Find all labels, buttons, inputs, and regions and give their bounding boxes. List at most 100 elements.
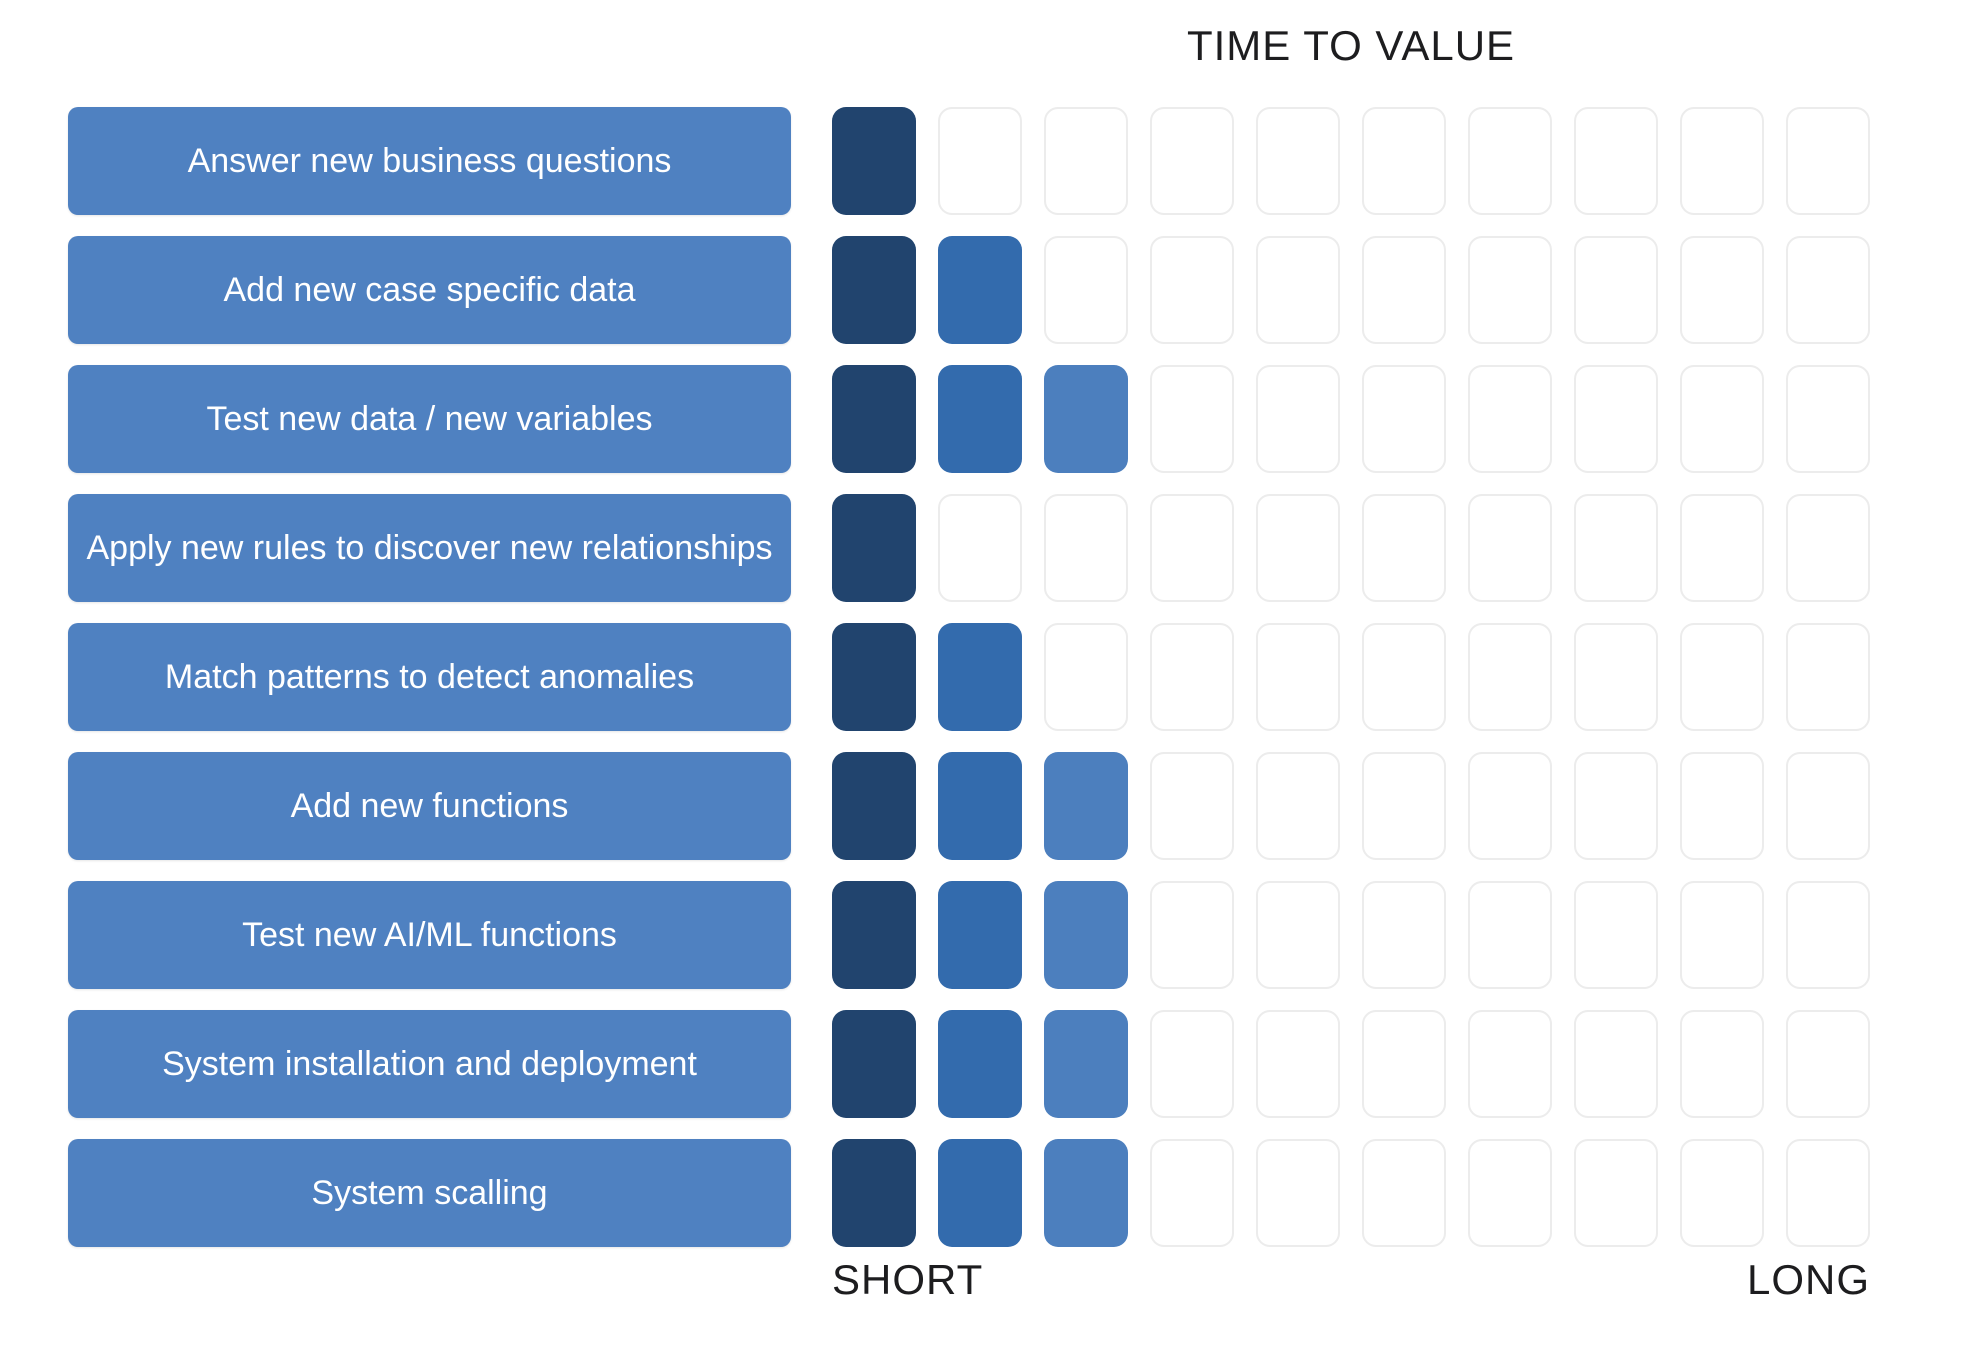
grid-cell-empty [938,494,1022,602]
grid-cell-empty [1468,881,1552,989]
grid-cell-empty [1362,1010,1446,1118]
grid-cell-empty [1256,881,1340,989]
grid-cell-empty [1256,494,1340,602]
grid-cell-empty [938,107,1022,215]
chart-title: TIME TO VALUE [1186,22,1516,69]
grid-cell-filled [938,623,1022,731]
time-axis: SHORT LONG [832,1256,1870,1304]
task-row: System scalling [68,1139,1870,1247]
grid-cell-empty [1362,107,1446,215]
grid-cell-empty [1786,1010,1870,1118]
grid-cell-empty [1044,107,1128,215]
task-label: Add new functions [290,786,569,825]
grid-cell-filled [832,1010,916,1118]
grid-cell-filled [938,236,1022,344]
task-row: Test new data / new variables [68,365,1870,473]
grid-cell-filled [832,623,916,731]
task-label-bar: Answer new business questions [68,107,791,215]
grid-cell-empty [1574,236,1658,344]
task-label: System installation and deployment [162,1044,697,1083]
grid-cell-empty [1362,623,1446,731]
grid-cell-empty [1256,236,1340,344]
grid-cell-empty [1786,881,1870,989]
grid-cell-filled [1044,1139,1128,1247]
grid-cell-empty [1362,1139,1446,1247]
task-label: Match patterns to detect anomalies [164,657,695,696]
task-label-bar: Apply new rules to discover new relation… [68,494,791,602]
grid-cell-empty [1680,365,1764,473]
grid-cell-empty [1256,752,1340,860]
task-row: Add new case specific data [68,236,1870,344]
grid-cell-empty [1468,236,1552,344]
grid-cell-empty [1362,494,1446,602]
axis-label-short: SHORT [832,1256,984,1303]
task-row: Match patterns to detect anomalies [68,623,1870,731]
grid-cell-empty [1362,881,1446,989]
grid-cell-filled [938,1139,1022,1247]
grid-cell-empty [1680,494,1764,602]
grid-cell-filled [832,1139,916,1247]
grid-cell-empty [1362,236,1446,344]
grid-cell-filled [832,881,916,989]
grid-cell-empty [1680,107,1764,215]
grid-cell-empty [1150,1010,1234,1118]
grid-cell-empty [1362,365,1446,473]
task-label: Apply new rules to discover new relation… [86,528,773,567]
grid-cell-empty [1574,1139,1658,1247]
grid-cell-empty [1786,236,1870,344]
grid-cell-empty [1044,623,1128,731]
grid-cell-filled [832,365,916,473]
grid-cell-empty [1468,1010,1552,1118]
task-row: Add new functions [68,752,1870,860]
grid-cell-empty [1574,107,1658,215]
grid-cell-empty [1680,752,1764,860]
grid-cell-empty [1786,494,1870,602]
grid-cell-empty [1150,752,1234,860]
grid-cell-track [832,236,1870,344]
grid-cell-empty [1680,881,1764,989]
task-row: Test new AI/ML functions [68,881,1870,989]
grid-cell-empty [1574,881,1658,989]
grid-cell-filled [832,107,916,215]
grid-cell-empty [1468,365,1552,473]
grid-cell-filled [832,494,916,602]
grid-cell-empty [1150,365,1234,473]
grid-cell-empty [1150,623,1234,731]
grid-cell-empty [1574,494,1658,602]
grid-cell-filled [938,1010,1022,1118]
grid-cell-track [832,365,1870,473]
task-label-bar: Match patterns to detect anomalies [68,623,791,731]
task-label: Test new AI/ML functions [242,915,617,954]
grid-cell-empty [1256,1010,1340,1118]
grid-cell-empty [1256,623,1340,731]
grid-cell-empty [1574,365,1658,473]
grid-cell-empty [1150,881,1234,989]
grid-cell-empty [1680,1010,1764,1118]
grid-cell-empty [1786,1139,1870,1247]
grid-cell-filled [1044,365,1128,473]
grid-cell-filled [832,752,916,860]
task-label-bar: System scalling [68,1139,791,1247]
grid-cell-empty [1044,494,1128,602]
grid-cell-empty [1468,623,1552,731]
grid-cell-empty [1574,752,1658,860]
grid-cell-empty [1574,623,1658,731]
grid-cell-empty [1786,107,1870,215]
task-label-bar: System installation and deployment [68,1010,791,1118]
task-label: Add new case specific data [223,270,636,309]
grid-cell-empty [1256,107,1340,215]
task-label-bar: Add new case specific data [68,236,791,344]
task-label: System scalling [311,1173,548,1212]
grid-cell-empty [1680,1139,1764,1247]
grid-cell-track [832,107,1870,215]
grid-cell-empty [1786,752,1870,860]
task-label-bar: Add new functions [68,752,791,860]
grid-cell-empty [1150,107,1234,215]
grid-cell-empty [1150,494,1234,602]
grid-cell-filled [1044,752,1128,860]
grid-cell-track [832,1139,1870,1247]
grid-cell-empty [1680,623,1764,731]
task-row: System installation and deployment [68,1010,1870,1118]
grid-cell-filled [938,365,1022,473]
